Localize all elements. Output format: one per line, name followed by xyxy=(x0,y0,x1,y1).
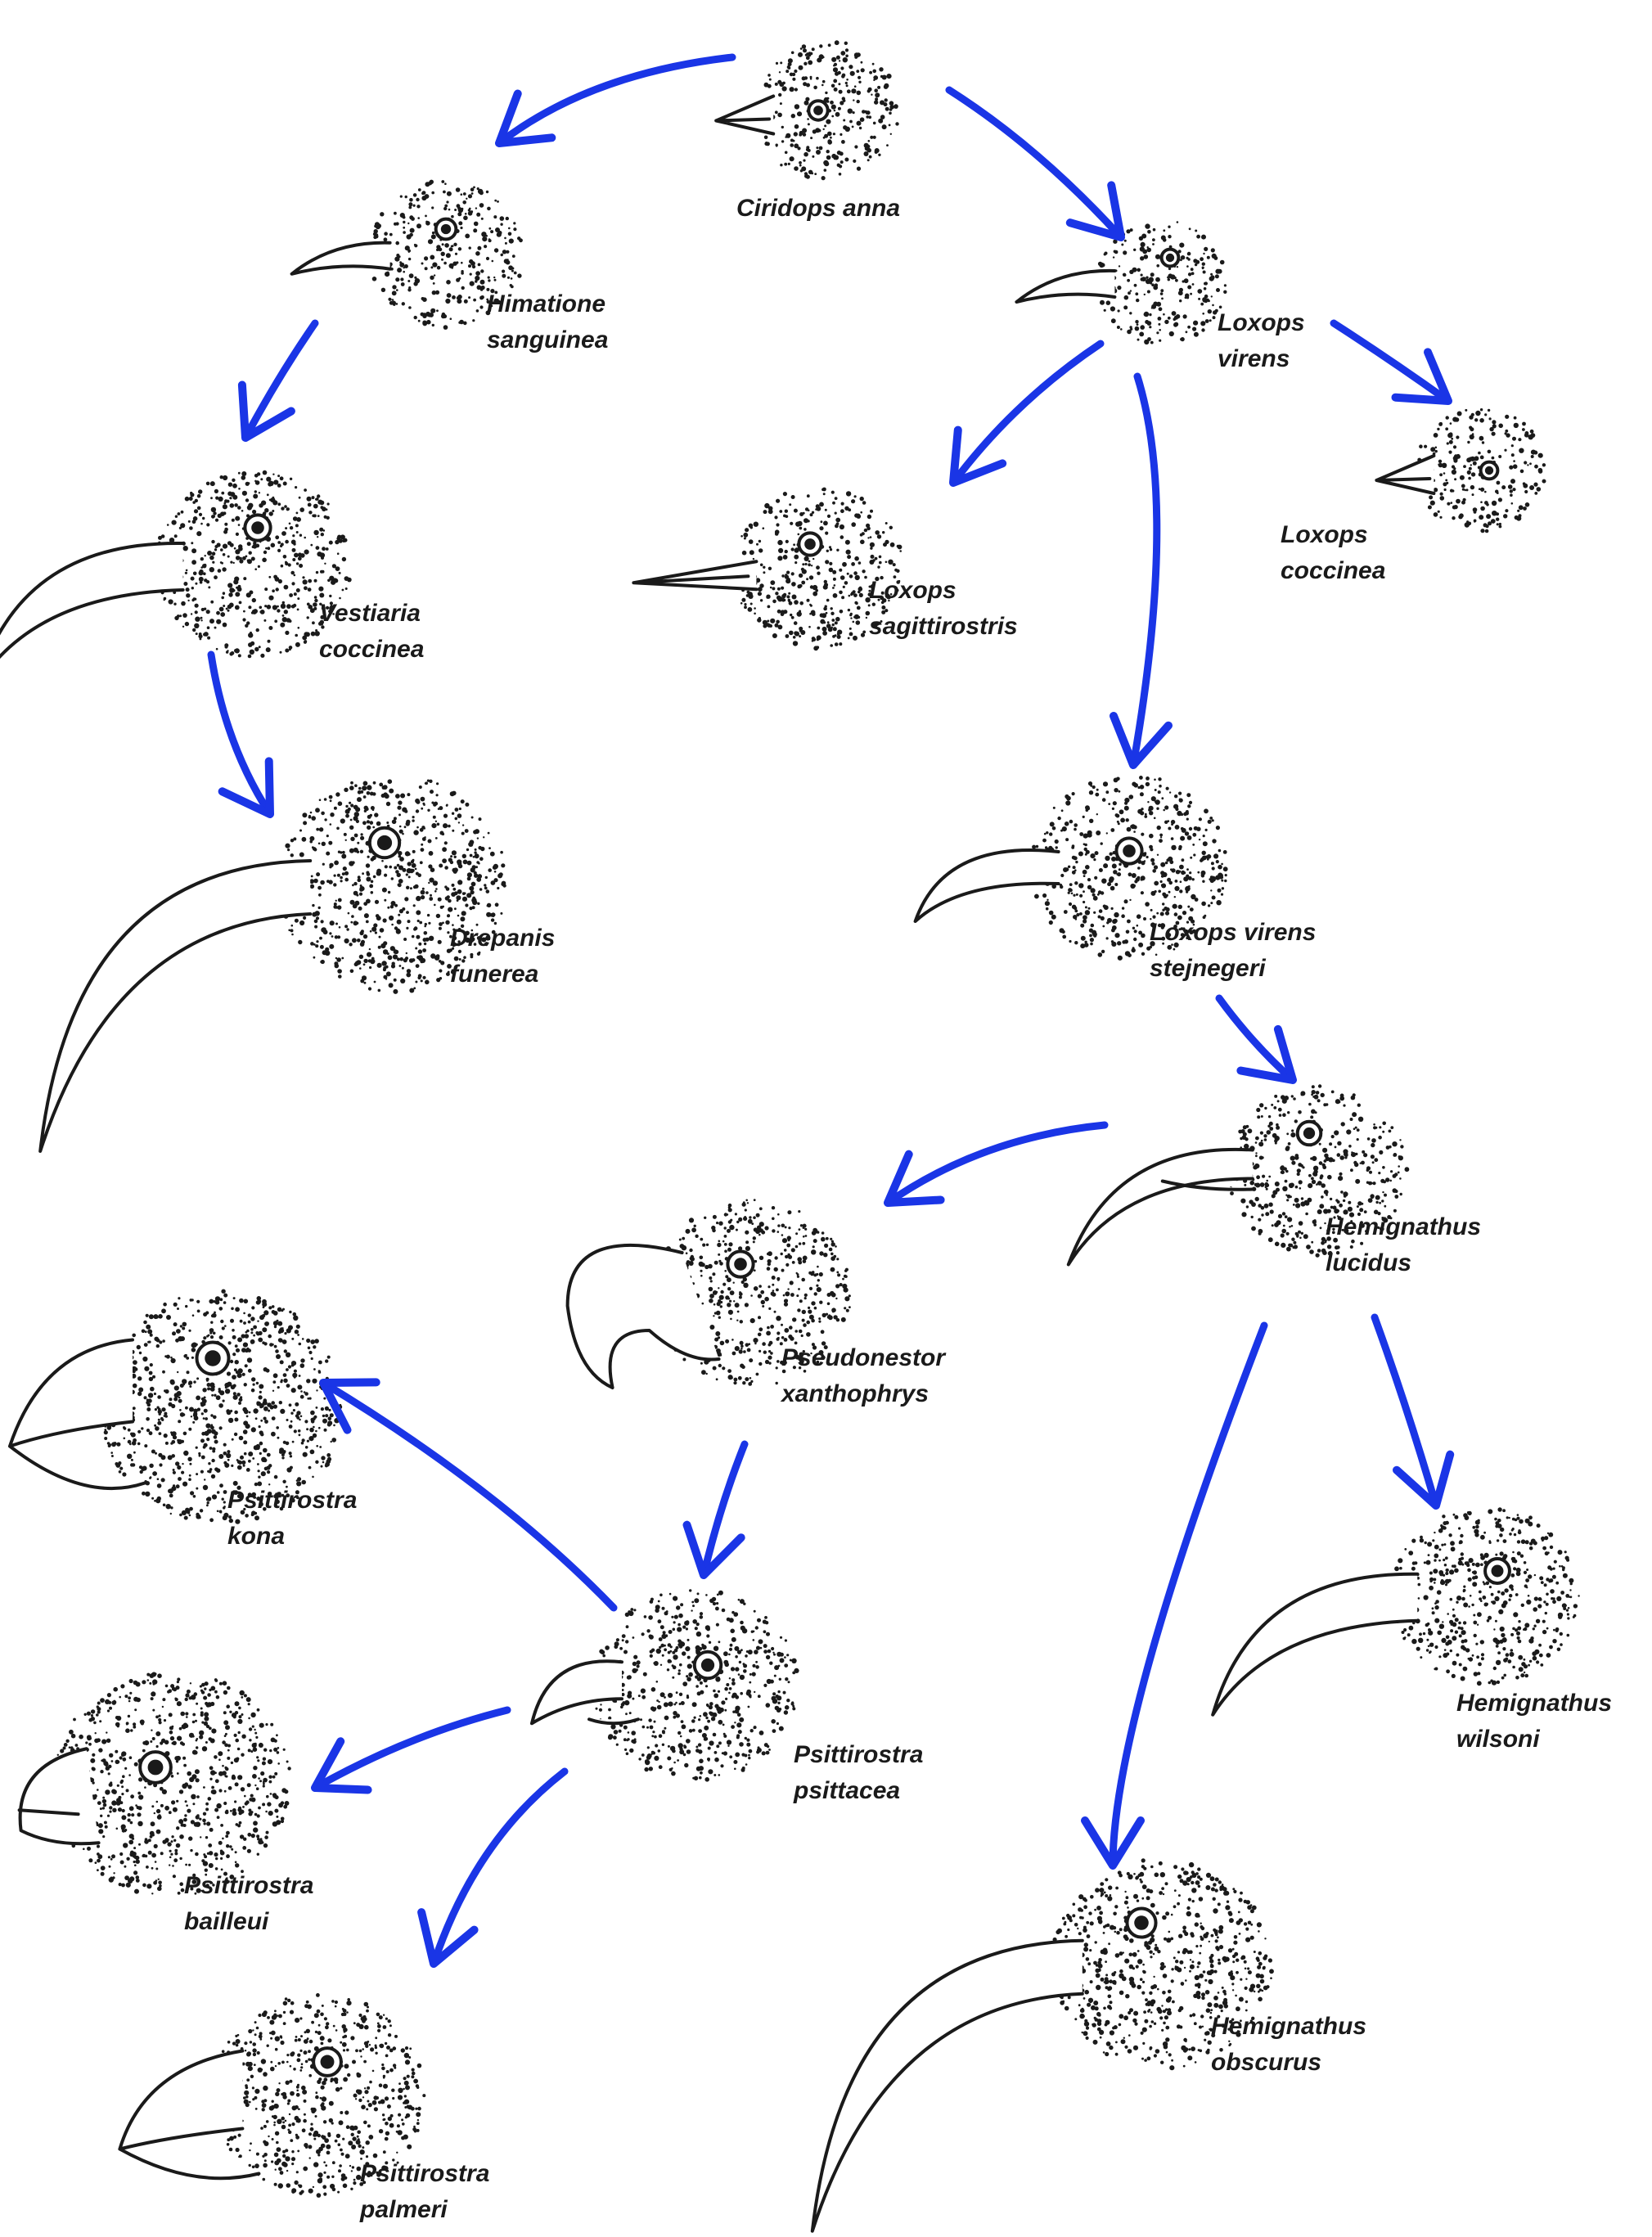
bird-head-vestiaria-coccinea xyxy=(0,470,352,684)
beak-himatione-sanguinea xyxy=(292,243,390,274)
arrow-loxops-virens-to-loxops-coccinea xyxy=(1334,323,1448,401)
arrow-ciridops-anna-to-himatione-sanguinea xyxy=(499,57,732,143)
bird-head-psittirostra-psittacea xyxy=(532,1589,799,1781)
beak-psittirostra-bailleui xyxy=(20,1749,99,1843)
arrow-loxops-virens-stejnegeri-to-hemignathus-lucidus xyxy=(1219,998,1293,1080)
label-ciridops-anna: Ciridops anna xyxy=(736,191,900,227)
beak-loxops-coccinea xyxy=(1376,456,1434,493)
bird-head-psittirostra-bailleui xyxy=(20,1672,291,1895)
arrow-psittirostra-psittacea-to-psittirostra-bailleui xyxy=(315,1710,507,1790)
arrow-hemignathus-lucidus-to-pseudonestor-xanthophrys xyxy=(888,1125,1105,1203)
arrow-vestiaria-coccinea-to-drepanis-funerea xyxy=(211,655,270,814)
beak-vestiaria-coccinea xyxy=(0,543,183,684)
beak-pseudonestor-xanthophrys xyxy=(568,1245,719,1388)
arrow-hemignathus-lucidus-to-hemignathus-obscurus xyxy=(1085,1326,1264,1866)
beak-hemignathus-wilsoni xyxy=(1213,1574,1417,1715)
arrow-hemignathus-lucidus-to-hemignathus-wilsoni xyxy=(1375,1317,1450,1506)
beak-loxops-sagittirostris xyxy=(633,561,756,589)
beak-psittirostra-palmeri xyxy=(119,2051,259,2179)
bird-head-hemignathus-obscurus xyxy=(812,1858,1274,2230)
arrow-himatione-sanguinea-to-vestiaria-coccinea xyxy=(242,323,315,438)
arrow-ciridops-anna-to-loxops-virens xyxy=(949,90,1121,237)
bird-head-hemignathus-wilsoni xyxy=(1213,1507,1580,1714)
beak-hemignathus-lucidus xyxy=(1069,1150,1253,1265)
arrow-pseudonestor-xanthophrys-to-psittirostra-psittacea xyxy=(687,1444,745,1575)
beak-drepanis-funerea xyxy=(40,861,310,1151)
beak-ciridops-anna xyxy=(716,97,773,134)
arrow-psittirostra-psittacea-to-psittirostra-kona xyxy=(323,1382,614,1608)
beak-loxops-virens-stejnegeri xyxy=(916,850,1059,921)
bird-head-ciridops-anna xyxy=(716,40,899,180)
beak-hemignathus-obscurus xyxy=(812,1941,1083,2231)
bird-head-drepanis-funerea xyxy=(40,779,506,1151)
arrow-loxops-virens-to-loxops-virens-stejnegeri xyxy=(1114,376,1168,765)
arrow-psittirostra-psittacea-to-psittirostra-palmeri xyxy=(421,1771,565,1964)
beak-loxops-virens xyxy=(1016,271,1114,302)
beak-psittirostra-psittacea xyxy=(532,1661,638,1723)
bird-head-loxops-coccinea xyxy=(1376,408,1546,533)
arrow-loxops-virens-to-loxops-sagittirostris xyxy=(953,344,1101,483)
beak-psittirostra-kona xyxy=(10,1340,145,1489)
bird-head-loxops-sagittirostris xyxy=(633,488,902,651)
